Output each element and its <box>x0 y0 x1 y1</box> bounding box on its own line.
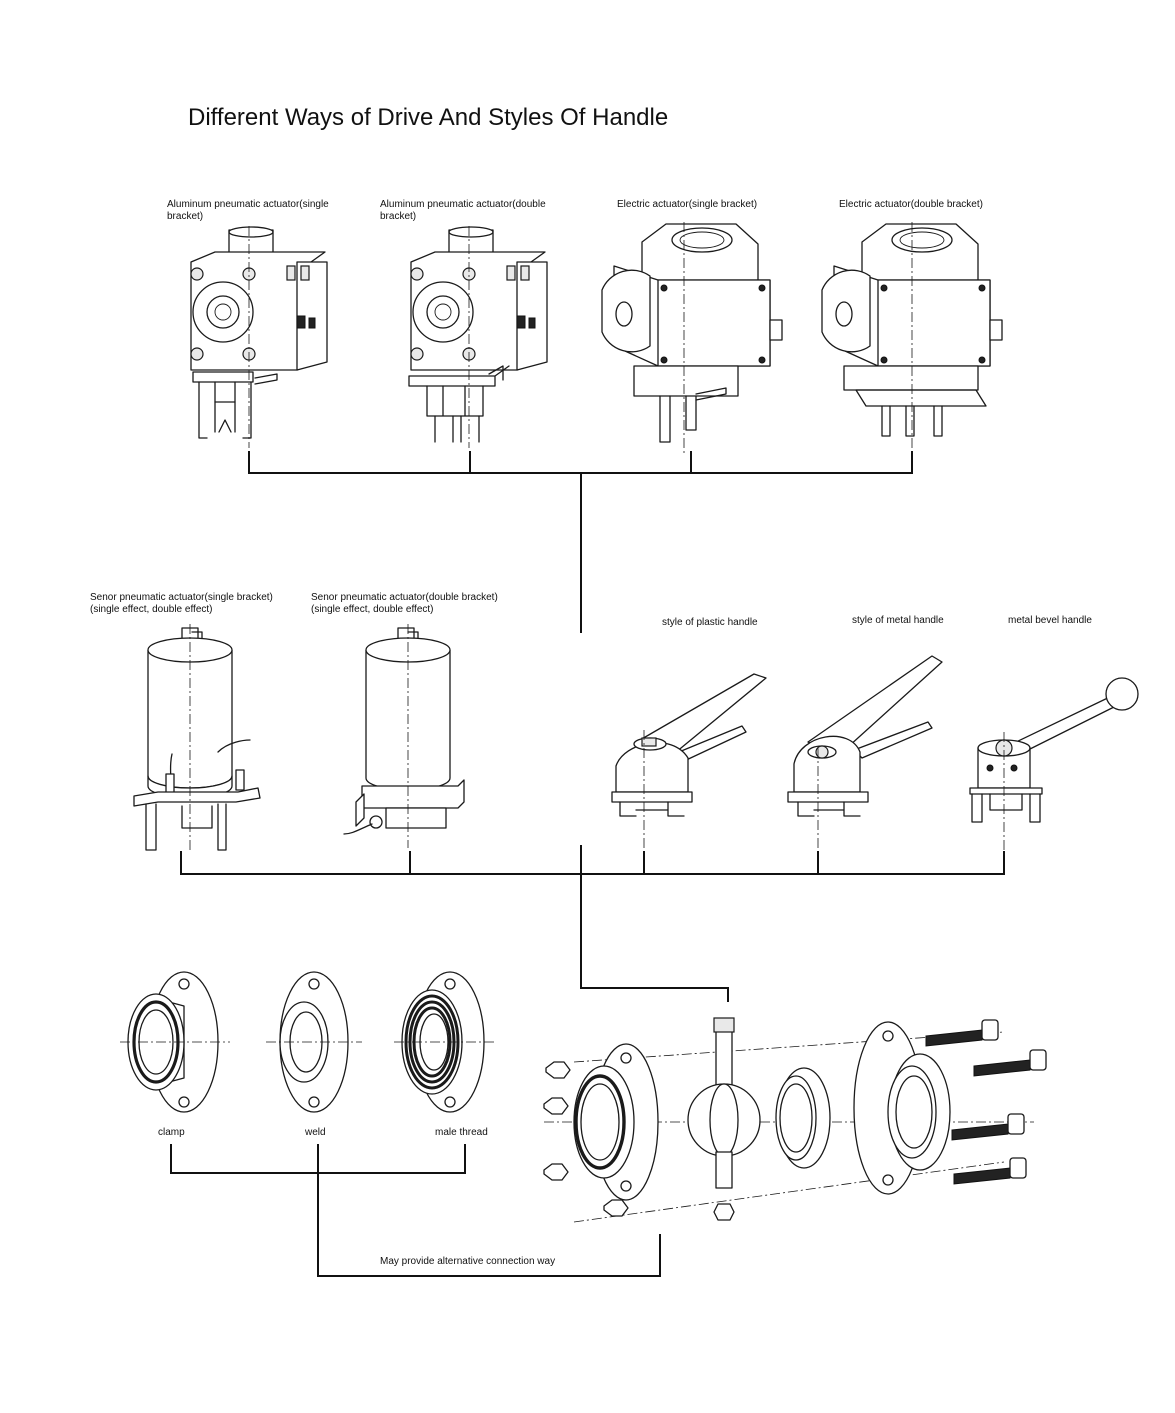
label-cylinder-double: Senor pneumatic actuator(double bracket)… <box>311 592 498 615</box>
note-alternative-connection: May provide alternative connection way <box>380 1256 556 1267</box>
label-plastic-handle: style of plastic handle <box>662 617 758 628</box>
bevel-handle-icon <box>969 677 1139 856</box>
label-electric-single: Electric actuator(single bracket) <box>617 199 758 210</box>
plastic-handle-icon <box>611 673 767 850</box>
metal-handle-icon <box>787 655 943 850</box>
label-metal-handle: style of metal handle <box>852 615 944 626</box>
electric-actuator-double-bracket-icon <box>821 222 1003 454</box>
label-electric-double: Electric actuator(double bracket) <box>839 199 983 210</box>
electric-actuator-single-bracket-icon <box>601 222 783 454</box>
pneumatic-actuator-double-bracket-icon <box>408 226 548 448</box>
label-cylinder-single: Senor pneumatic actuator(single bracket)… <box>90 592 273 615</box>
label-pneumatic-double: Aluminum pneumatic actuator(double brack… <box>380 199 546 222</box>
connector-lines <box>170 451 1005 1277</box>
label-pneumatic-single: Aluminum pneumatic actuator(single brack… <box>167 199 329 222</box>
ball-valve-exploded-icon <box>543 1017 1047 1223</box>
weld-end-icon <box>266 971 362 1113</box>
diagram-title: Different Ways of Drive And Styles Of Ha… <box>188 104 669 131</box>
label-bevel-handle: metal bevel handle <box>1008 615 1092 626</box>
cylinder-actuator-single-bracket-icon <box>133 624 261 852</box>
label-male-thread: male thread <box>435 1127 488 1138</box>
pneumatic-actuator-single-bracket-icon <box>190 226 328 448</box>
label-weld: weld <box>305 1127 326 1138</box>
label-clamp: clamp <box>158 1127 185 1138</box>
male-thread-end-icon <box>394 971 494 1113</box>
cylinder-actuator-double-bracket-icon <box>343 624 465 848</box>
clamp-end-icon <box>120 971 230 1113</box>
